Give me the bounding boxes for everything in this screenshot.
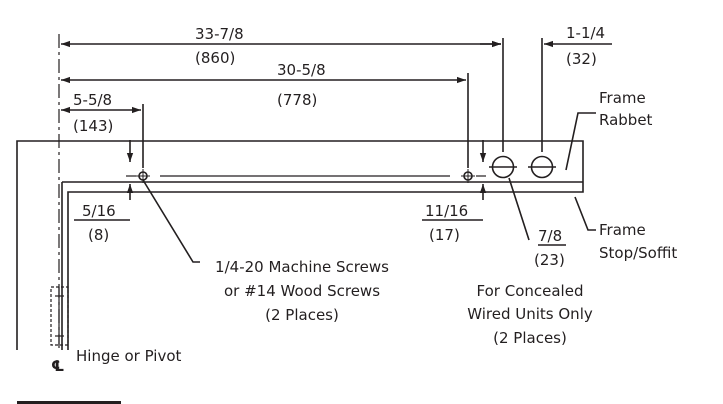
- dim-right-drop-fraction: 11/16: [425, 202, 468, 220]
- dim-hole-dia-metric: (23): [534, 251, 565, 269]
- label-stop-line2: Stop/Soffit: [599, 244, 677, 262]
- leader-stop: [574, 196, 596, 231]
- leader-screws: [142, 179, 200, 263]
- dim-first-screw-metric: (143): [73, 117, 113, 135]
- label-wired-line2: Wired Units Only: [467, 305, 593, 323]
- label-rabbet-line1: Frame: [599, 89, 646, 107]
- centerline-icon: ℄: [51, 357, 64, 375]
- dim-overall-fraction: 33-7/8: [195, 25, 244, 43]
- dim-pitch-fraction: 1-1/4: [566, 24, 605, 42]
- label-screws-line3: (2 Places): [265, 306, 339, 324]
- dim-pitch-metric: (32): [566, 50, 597, 68]
- label-hinge: Hinge or Pivot: [76, 347, 182, 365]
- label-screws-line2: or #14 Wood Screws: [224, 282, 380, 300]
- dim-screws-fraction: 30-5/8: [277, 61, 326, 79]
- dim-hole-dia-fraction: 7/8: [538, 227, 562, 245]
- wire-hole-left-icon: [489, 155, 517, 179]
- scale-bar: [17, 401, 121, 404]
- label-stop-line1: Frame: [599, 221, 646, 239]
- dim-right-drop-metric: (17): [429, 226, 460, 244]
- label-wired-line1: For Concealed: [477, 282, 584, 300]
- label-screws-line1: 1/4-20 Machine Screws: [215, 258, 389, 276]
- dim-screws-metric: (778): [277, 91, 317, 109]
- dim-first-screw-fraction: 5-5/8: [73, 91, 112, 109]
- dim-left-drop-metric: (8): [88, 226, 109, 244]
- frame-rabbet-outline: [16, 140, 584, 350]
- label-wired-line3: (2 Places): [493, 329, 567, 347]
- leader-rabbet: [565, 112, 596, 171]
- label-rabbet-line2: Rabbet: [599, 111, 653, 129]
- hinge-icon: [50, 286, 69, 346]
- dim-overall-metric: (860): [195, 49, 235, 67]
- wire-hole-right-icon: [528, 155, 556, 179]
- leader-wired: [508, 177, 530, 241]
- dim-left-drop-fraction: 5/16: [82, 202, 116, 220]
- screw-hole-right-icon: [461, 169, 475, 183]
